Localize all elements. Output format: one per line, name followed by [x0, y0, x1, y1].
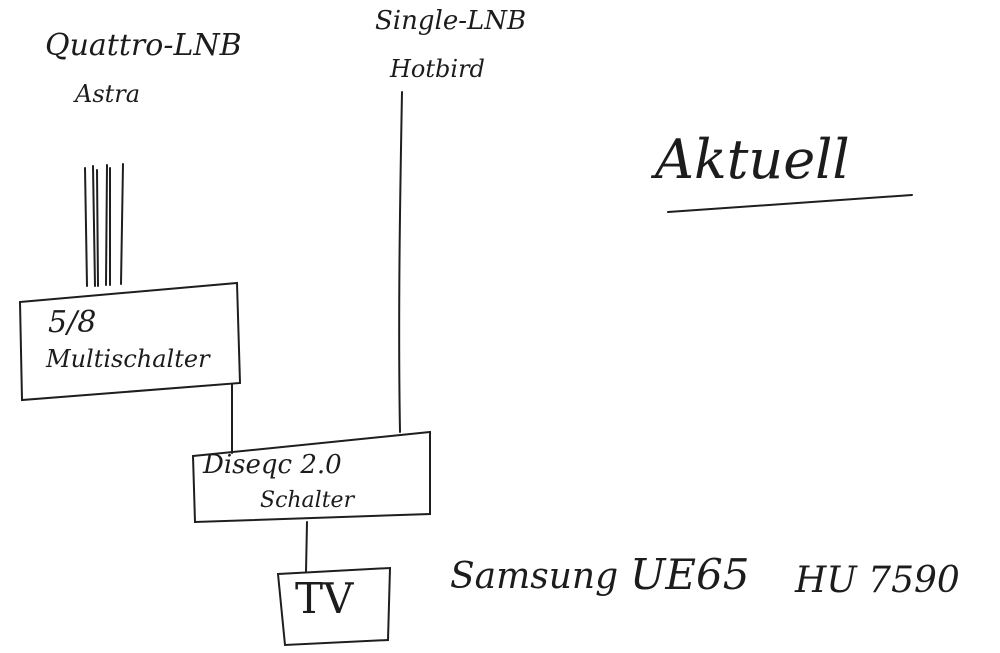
single-lnb-cable: [398, 91, 403, 433]
multiswitch-box: [18, 281, 242, 402]
tv-model-suffix: HU 7590: [795, 560, 960, 601]
quattro-lnb-satellite: Astra: [75, 80, 141, 108]
diseqc-switch-label: Schalter: [260, 488, 355, 513]
multiswitch-label: Multischalter: [46, 345, 210, 373]
multiswitch-type: 5/8: [48, 305, 97, 340]
tv-box: [276, 566, 392, 647]
diseqc-to-tv-line: [305, 521, 308, 573]
quattro-lnb-label: Quattro-LNB: [45, 28, 242, 63]
single-lnb-satellite: Hotbird: [390, 55, 485, 83]
diseqc-box: [191, 430, 431, 524]
tv-model-prefix: UE65: [630, 550, 750, 599]
aktuell-heading: Aktuell: [655, 128, 850, 191]
tv-brand: Samsung: [450, 556, 619, 597]
diseqc-label: Diseqc 2.0: [203, 450, 342, 480]
tv-label: TV: [295, 574, 354, 623]
quattro-cables: [84, 163, 124, 287]
aktuell-underline: [667, 194, 913, 213]
single-lnb-label: Single-LNB: [375, 6, 527, 36]
